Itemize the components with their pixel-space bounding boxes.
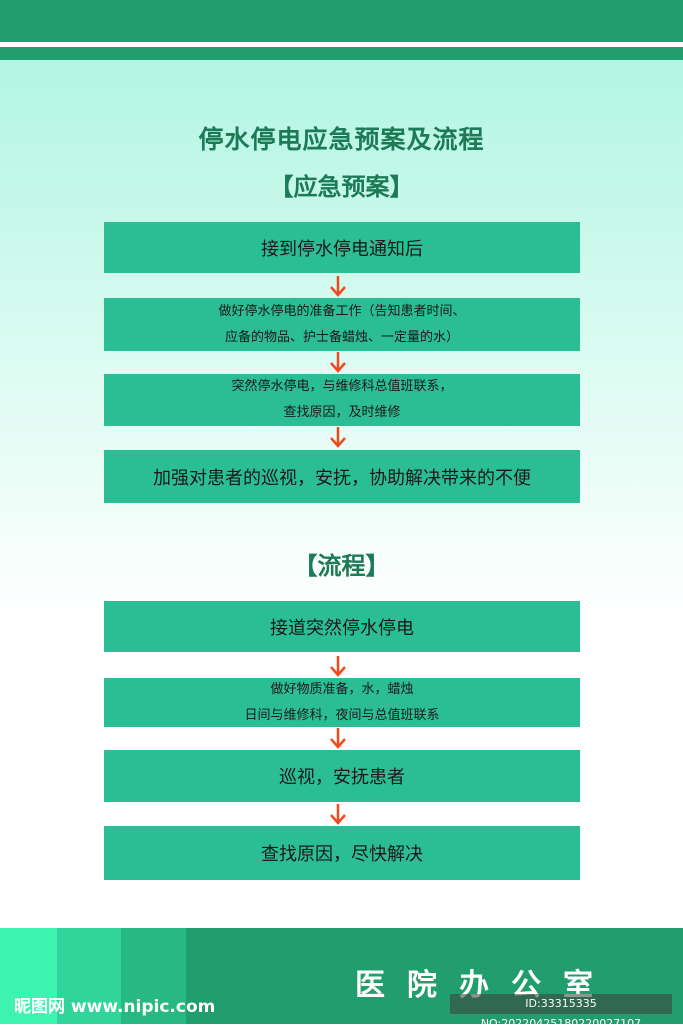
section-heading-plan: 【应急预案】 [269, 172, 414, 201]
arrow-down-icon [330, 276, 346, 297]
plan-step-3-line-1: 突然停水停电，与维修科总值班联系， [231, 379, 453, 394]
arrow-down-icon [330, 728, 346, 749]
flow-step-2-line-1: 做好物质准备，水，蜡烛 [270, 681, 414, 697]
top-stripe [0, 47, 683, 60]
arrow-down-icon [330, 427, 346, 448]
page-title: 停水停电应急预案及流程 [198, 125, 485, 154]
plan-step-4-text: 加强对患者的巡视，安抚，协助解决带来的不便 [153, 467, 531, 489]
plan-step-1-text: 接到停水停电通知后 [261, 238, 423, 260]
plan-step-2-line-2: 应备的物品、护士备蜡烛、一定量的水） [224, 329, 459, 345]
flow-step-1: 接道突然停水停电 [104, 601, 580, 652]
flow-step-1-text: 接道突然停水停电 [270, 617, 414, 639]
plan-step-2: 做好停水停电的准备工作（告知患者时间、 应备的物品、护士备蜡烛、一定量的水） [104, 298, 580, 351]
footer-block [57, 928, 121, 1024]
arrow-down-icon [330, 656, 346, 677]
arrow-down-icon [330, 804, 346, 825]
flow-step-3: 巡视，安抚患者 [104, 750, 580, 802]
watermark-site: 昵图网 www.nipic.com [14, 997, 216, 1017]
flow-step-3-text: 巡视，安抚患者 [279, 767, 405, 788]
flow-step-4-text: 查找原因，尽快解决 [261, 844, 423, 865]
flow-step-4: 查找原因，尽快解决 [104, 826, 580, 880]
plan-step-2-line-1: 做好停水停电的准备工作（告知患者时间、 [218, 303, 466, 319]
section-heading-flow: 【流程】 [293, 551, 390, 580]
watermark-id: ID:33315335 NO:20220425180220027107 [450, 994, 672, 1030]
footer-block [121, 928, 186, 1024]
flow-step-2-line-2: 日间与维修科，夜间与总值班联系 [244, 707, 440, 723]
plan-step-3: 突然停水停电，与维修科总值班联系， 查找原因，及时维修 [104, 374, 580, 426]
footer-block [0, 928, 57, 1024]
flow-step-2: 做好物质准备，水，蜡烛 日间与维修科，夜间与总值班联系 [104, 678, 580, 727]
plan-step-1: 接到停水停电通知后 [104, 222, 580, 273]
top-bar [0, 0, 683, 42]
plan-step-3-line-2: 查找原因，及时维修 [283, 405, 401, 420]
plan-step-4: 加强对患者的巡视，安抚，协助解决带来的不便 [104, 450, 580, 503]
arrow-down-icon [330, 352, 346, 373]
